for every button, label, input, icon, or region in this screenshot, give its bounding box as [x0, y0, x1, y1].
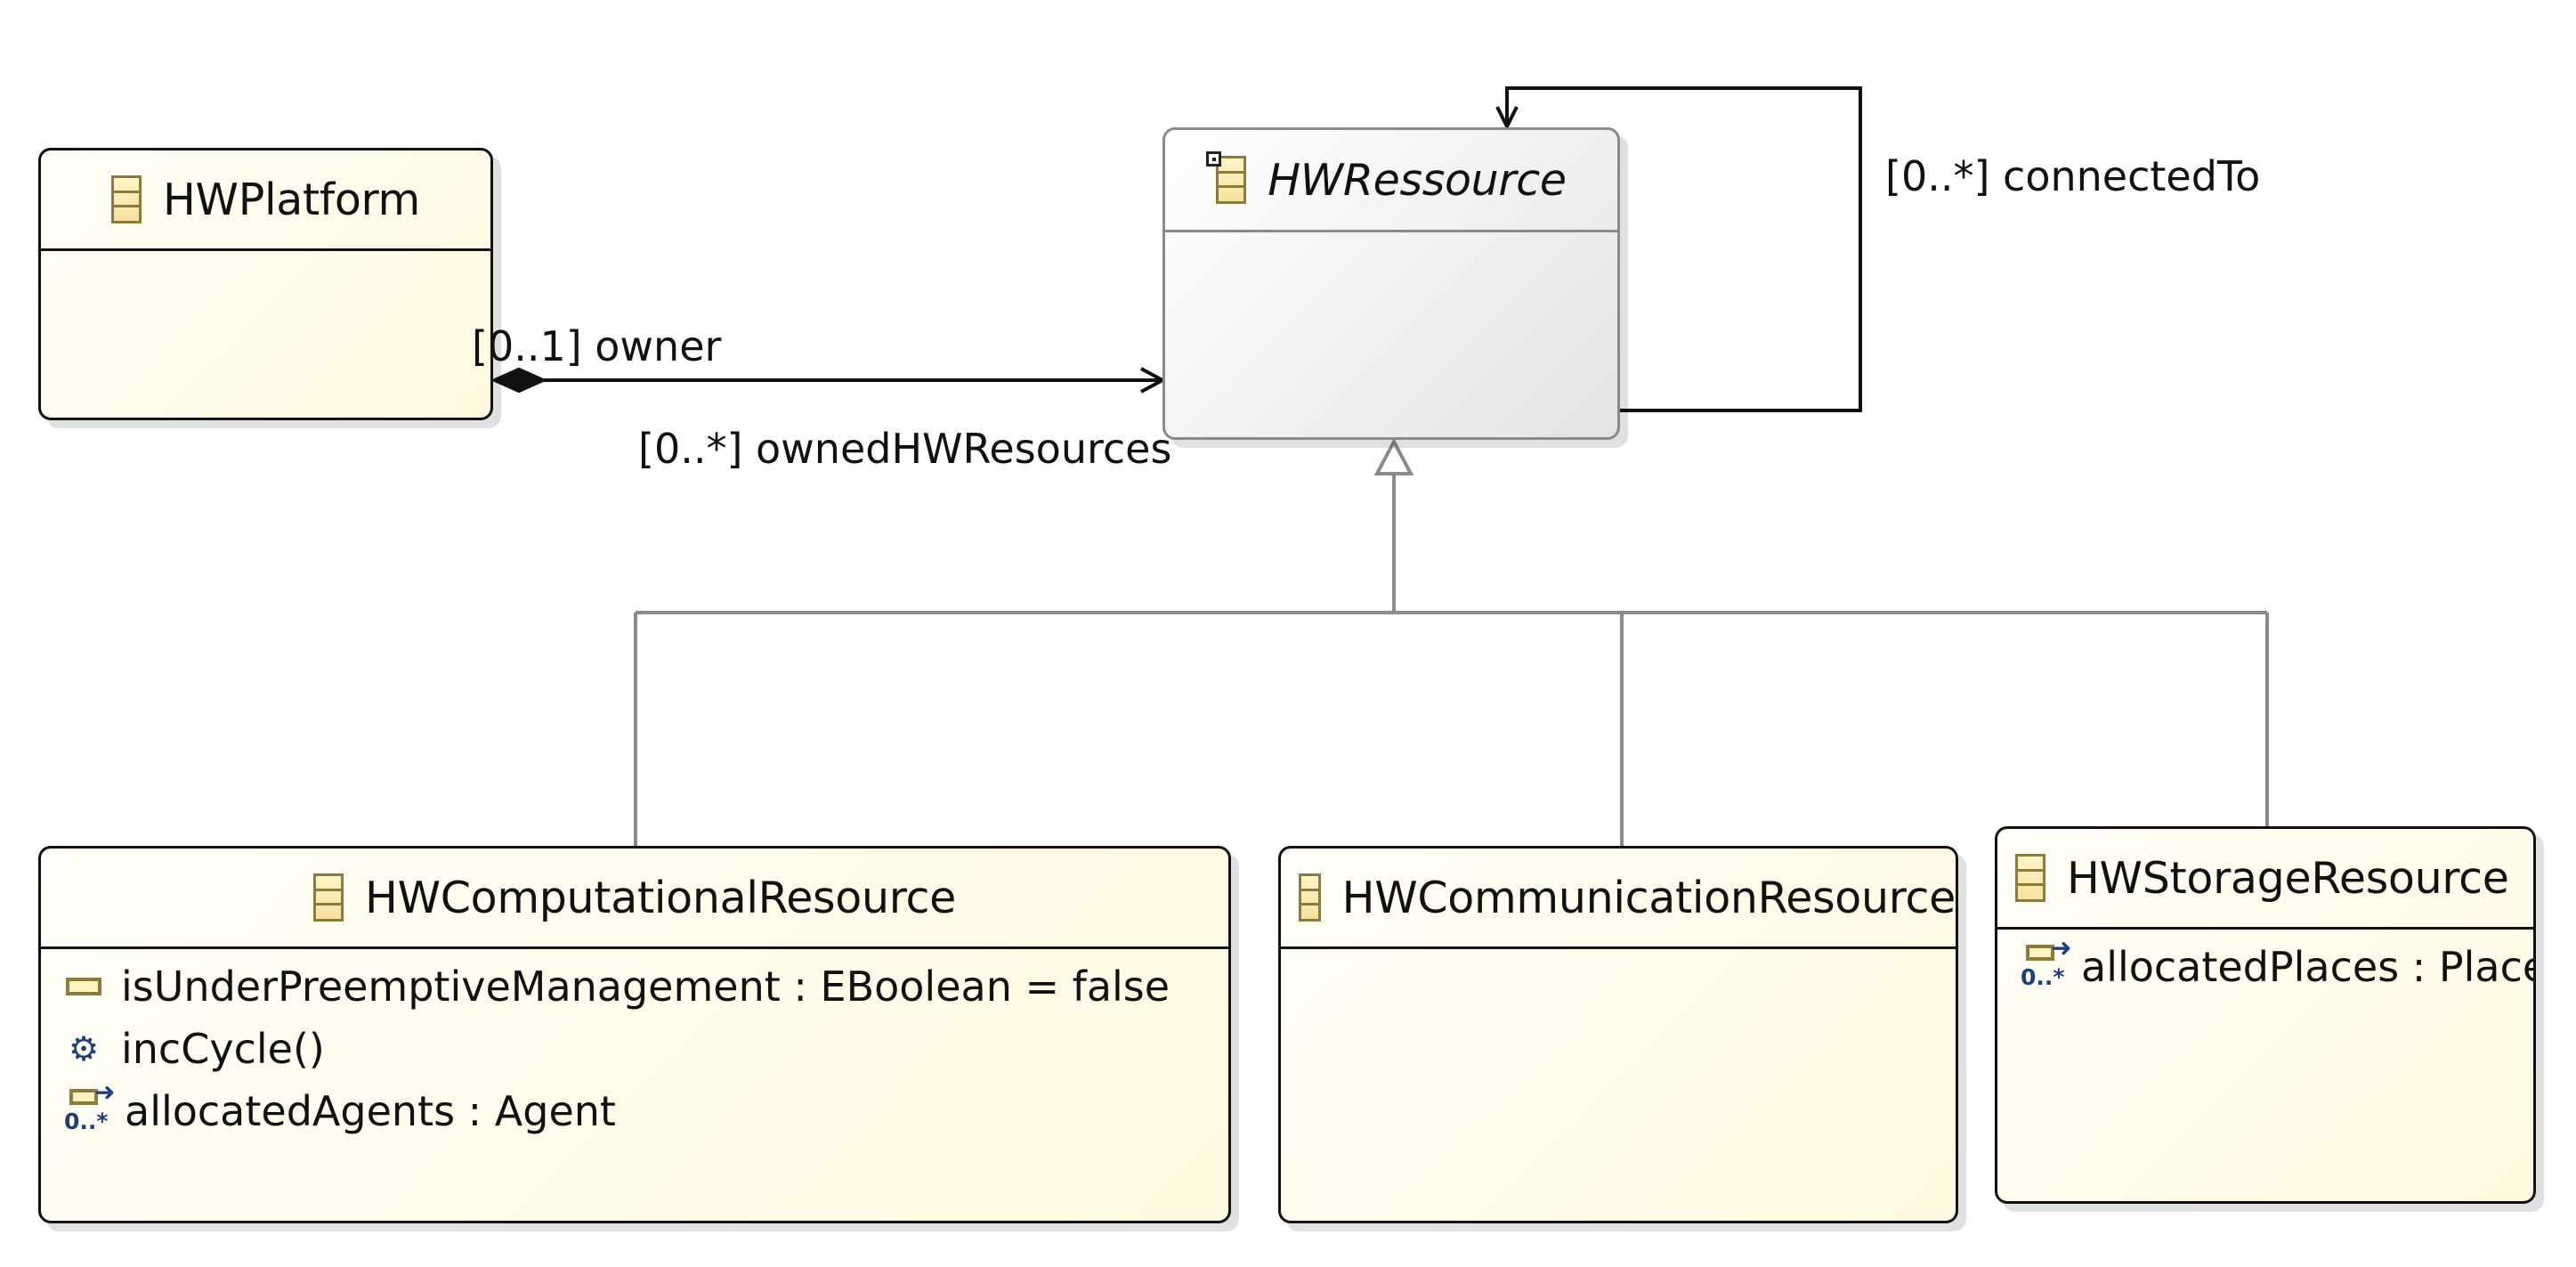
class-icon	[313, 873, 344, 922]
member-text: allocatedAgents : Agent	[125, 1087, 616, 1135]
member-text: incCycle()	[121, 1025, 325, 1073]
class-hwstorageresource[interactable]: HWStorageResource ➜ 0..* allocatedPlaces…	[1995, 826, 2536, 1204]
class-name: HWStorageResource	[2067, 852, 2509, 904]
member-operation[interactable]: ⚙ incCycle()	[66, 1022, 325, 1076]
owned-role-label: [0..*] ownedHWResources	[638, 425, 1172, 473]
class-icon	[1299, 873, 1321, 922]
self-association-line	[1505, 86, 1862, 412]
class-name: HWCommunicationResource	[1341, 872, 1956, 923]
class-hwcommunicationresource[interactable]: HWCommunicationResource	[1278, 846, 1958, 1223]
reference-icon: ➜ 0..*	[64, 1077, 116, 1134]
class-icon	[2015, 854, 2045, 902]
member-text: allocatedPlaces : Place	[2081, 943, 2536, 991]
class-name: HWRessource	[1268, 154, 1567, 206]
class-hwplatform[interactable]: HWPlatform	[38, 148, 493, 420]
class-header: HWStorageResource	[1997, 829, 2533, 930]
class-header: HWCommunicationResource	[1281, 849, 1956, 949]
member-attribute[interactable]: isUnderPreemptiveManagement : EBoolean =…	[66, 960, 1170, 1013]
abstract-marker-icon	[1206, 151, 1222, 166]
composition-diamond	[490, 367, 547, 394]
member-reference[interactable]: ➜ 0..* allocatedAgents : Agent	[64, 1077, 616, 1138]
self-association-arrowhead	[1495, 106, 1519, 131]
owner-role-label: [0..1] owner	[472, 322, 722, 370]
reference-multiplicity: 0..*	[64, 1109, 109, 1134]
class-hwcomputationalresource[interactable]: HWComputationalResource isUnderPreemptiv…	[38, 846, 1231, 1223]
operation-gear-icon: ⚙	[68, 1029, 100, 1068]
attribute-icon	[66, 978, 101, 995]
class-header: HWComputationalResource	[41, 849, 1228, 949]
class-icon	[111, 175, 142, 223]
class-header: HWRessource	[1165, 130, 1617, 232]
class-icon	[1206, 151, 1247, 204]
class-hwressource[interactable]: HWRessource	[1162, 127, 1620, 440]
member-text: isUnderPreemptiveManagement : EBoolean =…	[121, 962, 1171, 1011]
generalization-triangle	[1373, 437, 1414, 475]
reference-icon: ➜ 0..*	[2021, 933, 2072, 990]
class-name: HWPlatform	[163, 174, 420, 225]
reference-multiplicity: 0..*	[2021, 964, 2065, 990]
class-name: HWComputationalResource	[365, 872, 956, 923]
class-header: HWPlatform	[41, 150, 490, 251]
member-reference[interactable]: ➜ 0..* allocatedPlaces : Place	[2021, 933, 2536, 994]
connected-role-label: [0..*] connectedTo	[1885, 152, 2261, 200]
